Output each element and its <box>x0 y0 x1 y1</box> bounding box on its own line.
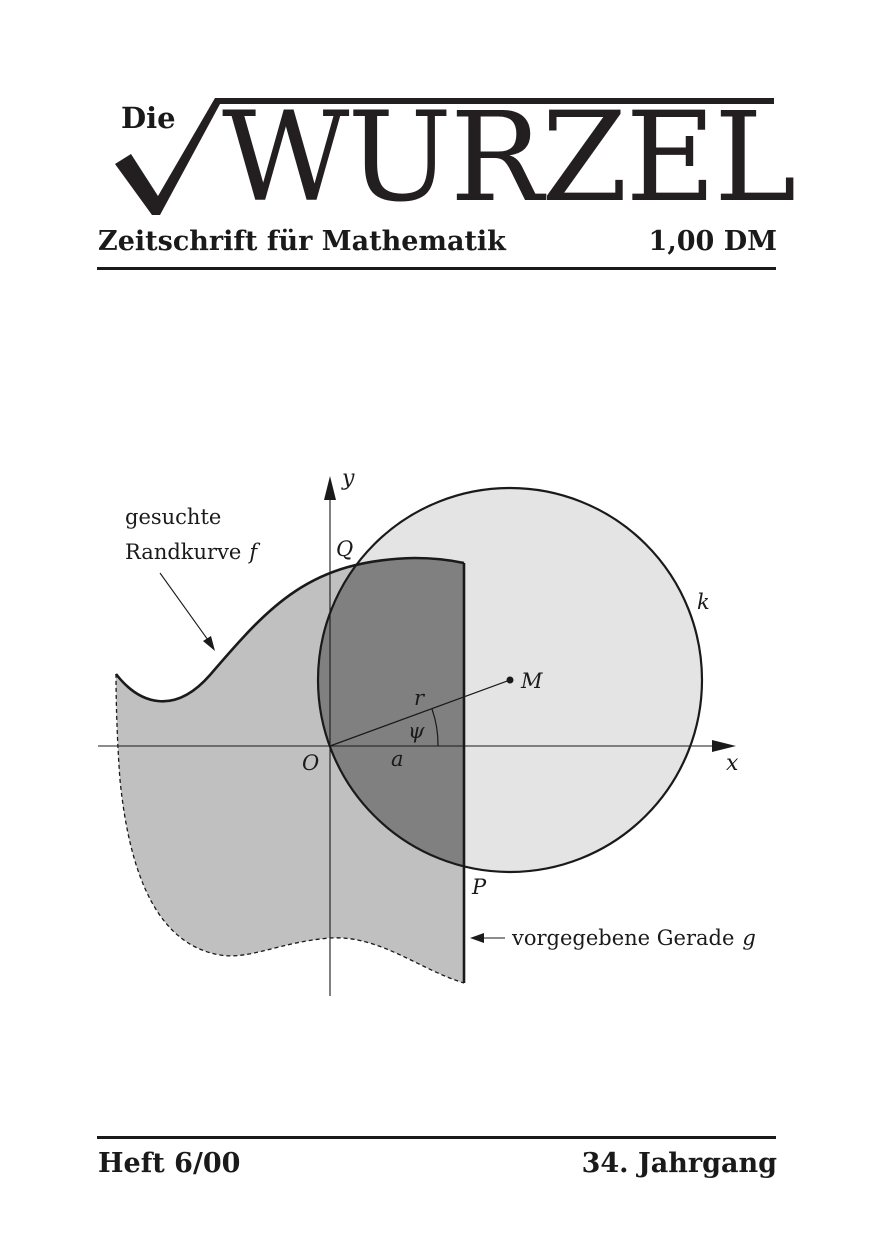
y-axis-arrow-icon <box>324 476 336 500</box>
region-dashed-boundary <box>115 673 465 984</box>
label-origin: O <box>302 751 319 775</box>
issue-number: Heft 6/00 <box>98 1148 241 1179</box>
center-point-m <box>506 676 514 684</box>
line-pointer-arrow-icon <box>470 933 484 943</box>
logo-title: WURZEL <box>222 86 796 230</box>
annotation-line-symbol: g <box>742 926 755 950</box>
volume-number: 34. Jahrgang <box>581 1148 777 1179</box>
circle-k-outline <box>316 486 704 874</box>
bottom-rule <box>97 1136 776 1139</box>
top-rule <box>97 267 776 270</box>
radius-segment <box>329 679 511 747</box>
overlap-fill <box>318 558 464 872</box>
annotation-curve-line1: gesuchte <box>125 505 221 529</box>
x-axis-arrow-icon <box>712 740 736 752</box>
label-radius: r <box>414 686 426 710</box>
label-y-axis: y <box>341 466 355 491</box>
annotation-curve-symbol: f <box>247 540 260 564</box>
curve-pointer-arrow-icon <box>203 636 215 651</box>
boundary-curve-f <box>114 556 465 703</box>
annotation-curve-text: Randkurve <box>125 540 241 564</box>
annotation-line-text: vorgegebene Gerade <box>511 926 734 950</box>
label-angle: ψ <box>408 719 425 743</box>
masthead: Die WURZEL Zeitschrift für Mathematik 1,… <box>0 0 875 290</box>
label-point-p: P <box>471 875 487 899</box>
label-point-q: Q <box>336 537 353 561</box>
price-label: 1,00 DM <box>648 226 777 257</box>
label-point-m: M <box>520 669 543 693</box>
label-distance: a <box>391 747 404 771</box>
angle-arc <box>431 708 439 747</box>
annotation-line-g: vorgegebene Gerade g <box>511 926 756 950</box>
magazine-subtitle: Zeitschrift für Mathematik <box>98 226 506 257</box>
logo-article: Die <box>121 101 176 135</box>
label-circle-k: k <box>697 590 710 614</box>
curve-pointer-line <box>159 572 209 641</box>
label-x-axis: x <box>726 751 739 776</box>
